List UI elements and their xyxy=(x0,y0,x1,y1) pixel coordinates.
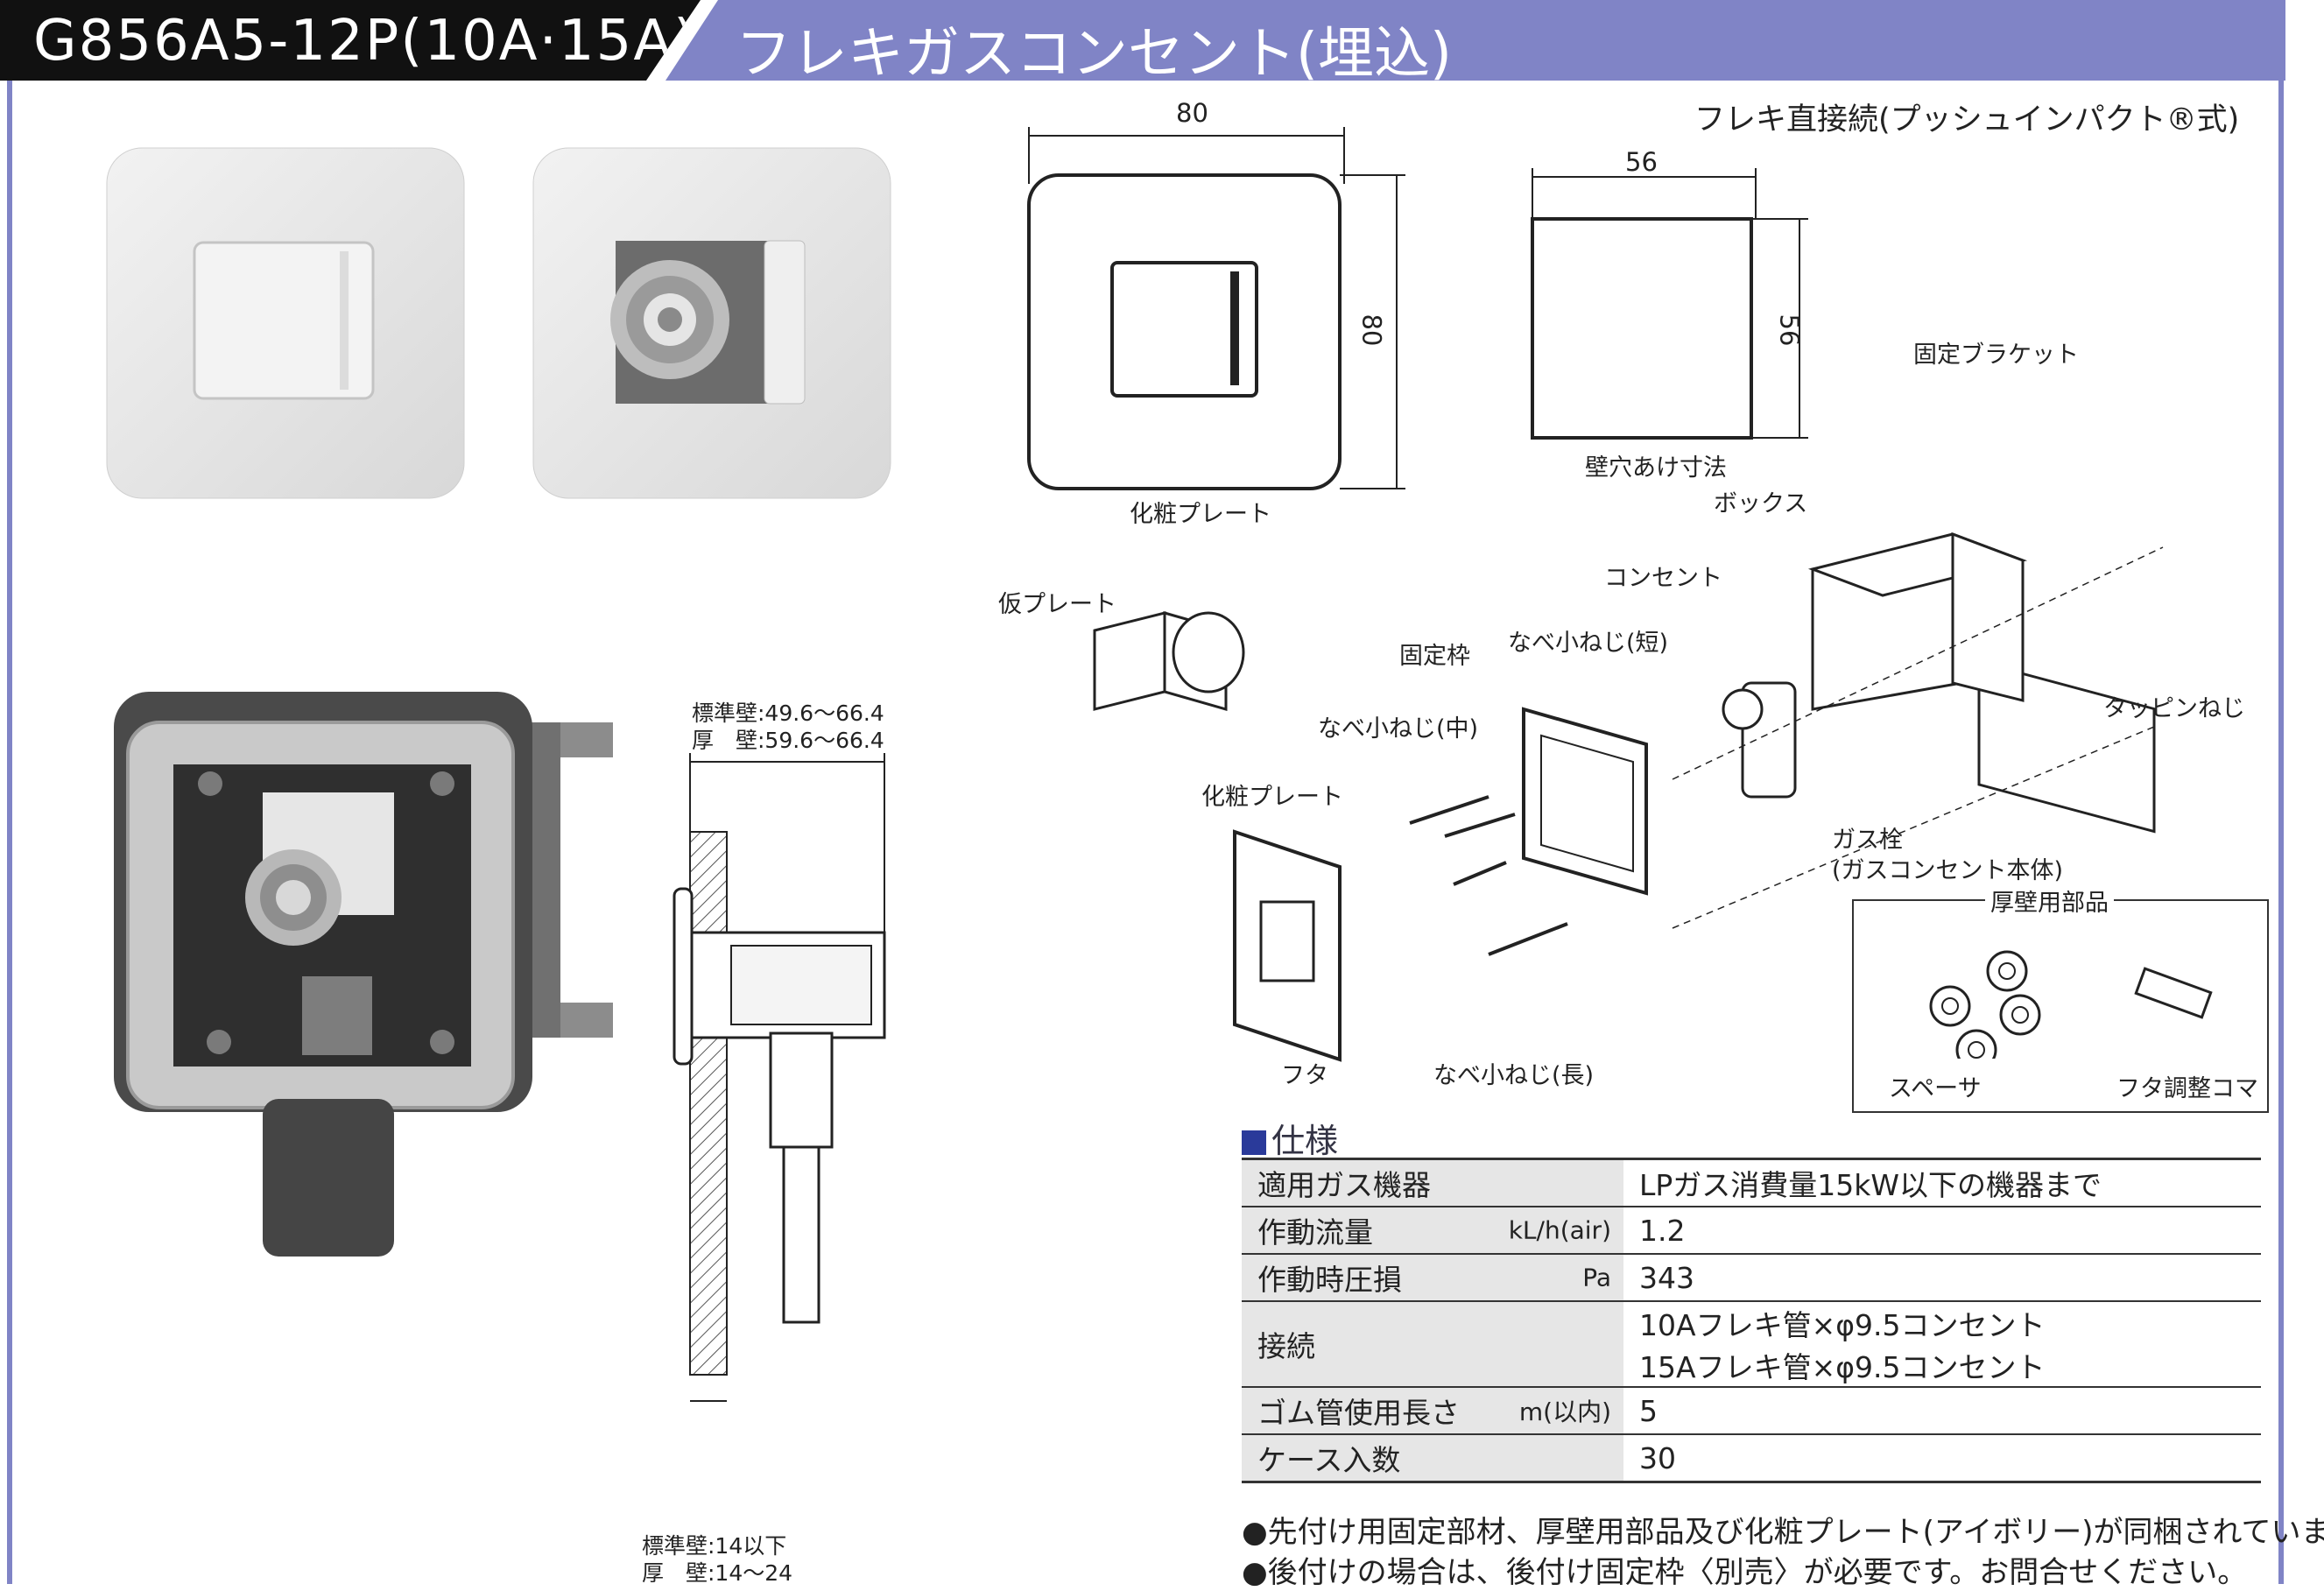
label-cover: フタ xyxy=(1281,1062,1328,1089)
product-title-banner: フレキガスコンセント(埋込) xyxy=(666,0,2285,81)
plate-dimension-drawing xyxy=(1027,127,1405,490)
product-code-banner: G856A5-12P(10A·15A) xyxy=(0,0,701,81)
spec-label: 接続 xyxy=(1257,1329,1315,1363)
table-row: ゴム管使用長さ m(以内) 5 xyxy=(1242,1386,2261,1434)
label-screw-mid: なべ小ねじ(中) xyxy=(1318,715,1479,743)
label-gas-valve: ガス栓 xyxy=(1832,827,1903,854)
plate-label: 化粧プレート xyxy=(1130,501,1271,528)
label-temp-plate: 仮プレート xyxy=(998,591,1116,618)
product-code: G856A5-12P(10A·15A) xyxy=(33,9,698,74)
section-drawing xyxy=(673,753,886,1402)
spec-value: 1.2 xyxy=(1623,1206,2261,1254)
hole-label: 壁穴あけ寸法 xyxy=(1585,454,1727,482)
label-screw-long: なべ小ねじ(長) xyxy=(1433,1062,1595,1089)
label-gas-valve-body: (ガスコンセント本体) xyxy=(1832,857,2064,884)
exploded-view-drawing xyxy=(1093,532,2164,1062)
spec-heading: 仕様 xyxy=(1242,1114,1338,1162)
hole-height: 56 xyxy=(1774,313,1805,347)
open-outlet-photo xyxy=(532,147,891,499)
label-outlet: コンセント xyxy=(1604,565,1722,592)
spec-unit: kL/h(air) xyxy=(1508,1215,1611,1245)
spec-value: 10Aフレキ管×φ9.5コンセント xyxy=(1639,1308,2046,1342)
note-retrofit: ●後付けの場合は、後付け固定枠〈別売〉が必要です。お問合せください。 xyxy=(1242,1555,2248,1590)
table-row: 作動流量 kL/h(air) 1.2 xyxy=(1242,1206,2261,1254)
spacer-illustration xyxy=(1929,950,2213,1059)
label-screw-short: なべ小ねじ(短) xyxy=(1508,630,1669,657)
closed-outlet-photo xyxy=(106,147,465,499)
spec-table: 適用ガス機器 LPガス消費量15kW以下の機器まで 作動流量 kL/h(air) … xyxy=(1242,1158,2261,1483)
table-row: 適用ガス機器 LPガス消費量15kW以下の機器まで xyxy=(1242,1158,2261,1207)
note-included-parts: ●先付け用固定部材、厚壁用部品及び化粧プレート(アイボリー)が同梱されています。 xyxy=(1242,1515,2324,1550)
thick-wall-parts-title: 厚壁用部品 xyxy=(1985,883,2114,918)
connection-type-subtitle: フレキ直接続(プッシュインパクト®式) xyxy=(1694,102,2240,137)
plate-width: 80 xyxy=(1176,98,1208,128)
label-plate: 化粧プレート xyxy=(1201,784,1343,811)
page-frame xyxy=(7,81,2284,1584)
spec-label: 適用ガス機器 xyxy=(1257,1168,1431,1202)
heading-square-icon xyxy=(1242,1130,1266,1155)
spec-label: ケース入数 xyxy=(1257,1443,1401,1477)
spec-label: 作動流量 xyxy=(1257,1215,1373,1250)
wall-hole-drawing xyxy=(1531,168,1808,440)
spec-value: 343 xyxy=(1623,1253,2261,1301)
installed-box-photo xyxy=(114,692,613,1257)
label-cover-adjust: フタ調整コマ xyxy=(2116,1075,2258,1102)
spec-unit: m(以内) xyxy=(1518,1397,1611,1426)
label-spacer: スペーサ xyxy=(1889,1075,1982,1102)
label-bracket: 固定ブラケット xyxy=(1913,341,2079,369)
table-row: ケース入数 30 xyxy=(1242,1433,2261,1483)
section-bottom-thick: 厚 壁:14～24 xyxy=(642,1560,793,1586)
thick-wall-parts-box: 厚壁用部品 スペーサ フタ調整コマ xyxy=(1852,883,2269,1113)
spec-value: 30 xyxy=(1623,1433,2261,1483)
spec-value-2: 15Aフレキ管×φ9.5コンセント xyxy=(1639,1350,2046,1384)
plate-height: 80 xyxy=(1356,313,1387,347)
section-top-thick: 厚 壁:59.6～66.4 xyxy=(692,728,884,753)
label-box: ボックス xyxy=(1714,490,1808,517)
spec-title: 仕様 xyxy=(1271,1122,1339,1160)
table-row: 接続 10Aフレキ管×φ9.5コンセント 15Aフレキ管×φ9.5コンセント xyxy=(1242,1300,2261,1387)
spec-label: 作動時圧損 xyxy=(1257,1263,1402,1297)
spec-value: LPガス消費量15kW以下の機器まで xyxy=(1623,1158,2261,1207)
hole-width: 56 xyxy=(1625,147,1658,177)
spec-unit: Pa xyxy=(1582,1263,1611,1292)
spec-value: 5 xyxy=(1623,1386,2261,1434)
spec-label: ゴム管使用長さ xyxy=(1257,1396,1460,1430)
section-top-std: 標準壁:49.6～66.4 xyxy=(692,700,884,726)
table-row: 作動時圧損 Pa 343 xyxy=(1242,1253,2261,1301)
label-frame: 固定枠 xyxy=(1399,643,1470,670)
product-title: フレキガスコンセント(埋込) xyxy=(736,22,1452,87)
label-tapping-screw: タッピンねじ xyxy=(2103,695,2245,722)
section-bottom-std: 標準壁:14以下 xyxy=(642,1533,787,1559)
